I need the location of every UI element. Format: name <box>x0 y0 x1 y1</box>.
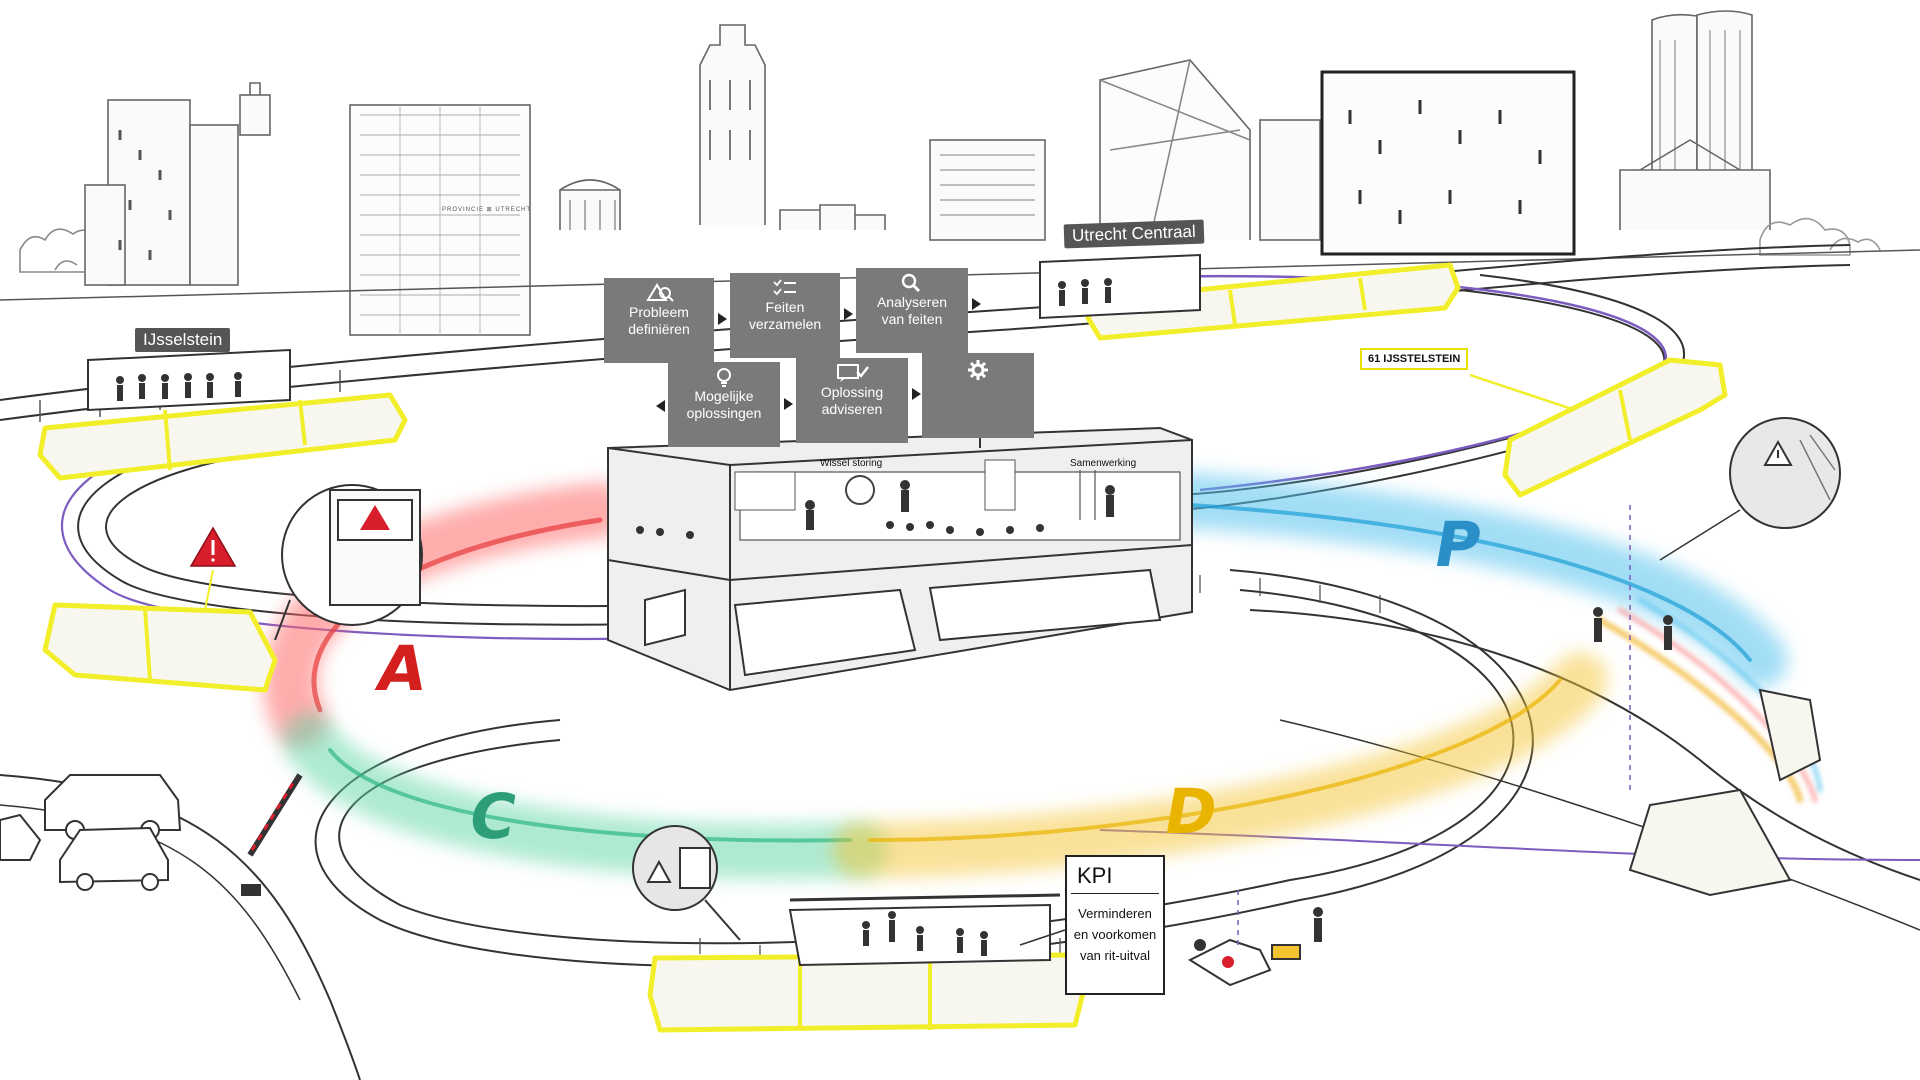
incident-scene <box>1187 938 1301 987</box>
lightbulb-icon <box>668 366 780 388</box>
step-label: Feiten verzamelen <box>748 299 822 332</box>
arrow-right-icon <box>718 313 727 325</box>
kpi-line-1: Verminderen <box>1078 906 1152 921</box>
arrow-right-icon <box>972 298 981 310</box>
station-label-utrecht-centraal: Utrecht Centraal <box>1063 219 1205 249</box>
tram-right <box>1502 357 1728 498</box>
city-skyline <box>19 10 1881 336</box>
tram-top-center <box>1085 262 1461 341</box>
control-room-building <box>607 426 1193 692</box>
warning-triangle-large <box>189 526 237 611</box>
trams <box>37 262 1728 1033</box>
step-analyseren: Analyseren van feiten <box>856 268 968 353</box>
tram-top-left <box>37 392 408 481</box>
step-label: Probleem definiëren <box>628 304 690 337</box>
tram-left <box>42 602 278 693</box>
step-oplossing-adviseren: Oplossing adviseren <box>796 358 908 443</box>
wall-label-samenwerking: Samenwerking <box>1070 458 1137 469</box>
chat-check-icon <box>796 362 908 384</box>
building-sign: PROVINCIE ⊠ UTRECHT <box>442 207 532 213</box>
gear-icon <box>922 357 1034 380</box>
tram-moving-right <box>1628 688 1822 897</box>
arrow-right-icon <box>844 308 853 320</box>
station-label-ijsselstein: IJsselstein <box>135 328 231 352</box>
step-feiten-verzamelen: Feiten verzamelen <box>730 273 840 358</box>
kpi-line-2: en voorkomen <box>1073 927 1157 942</box>
step-label: Analyseren van feiten <box>876 294 948 327</box>
tablet-callout <box>274 484 423 641</box>
waiting-people <box>116 278 1673 956</box>
arrow-right-icon <box>784 398 793 410</box>
kpi-box: KPI Verminderen en voorkomen van rit-uit… <box>1065 855 1165 995</box>
kpi-title: KPI <box>1077 863 1113 888</box>
arrow-left-icon <box>656 400 665 412</box>
checklist-icon <box>730 277 840 299</box>
step-label: Oplossing adviseren <box>820 384 884 417</box>
step-gear <box>922 353 1034 438</box>
kpi-line-3: van rit-uitval <box>1079 948 1151 963</box>
step-label: Mogelijke oplossingen <box>686 388 762 421</box>
wall-label-wissel-storing: Wissel storing <box>820 458 883 469</box>
tram-bottom <box>647 952 1088 1033</box>
warning-search-icon <box>604 282 714 304</box>
magnifier-icon <box>856 272 968 294</box>
step-mogelijke-oplossingen: Mogelijke oplossingen <box>668 362 780 447</box>
route-label: 61 IJSSTELSTEIN <box>1360 348 1469 370</box>
warning-callout-bottom <box>632 825 741 941</box>
warning-callout-right <box>1659 417 1841 561</box>
step-probleem-definieren: Probleem definiëren <box>604 278 714 363</box>
arrow-right-icon <box>912 388 921 400</box>
cars-and-barrier <box>0 773 303 896</box>
